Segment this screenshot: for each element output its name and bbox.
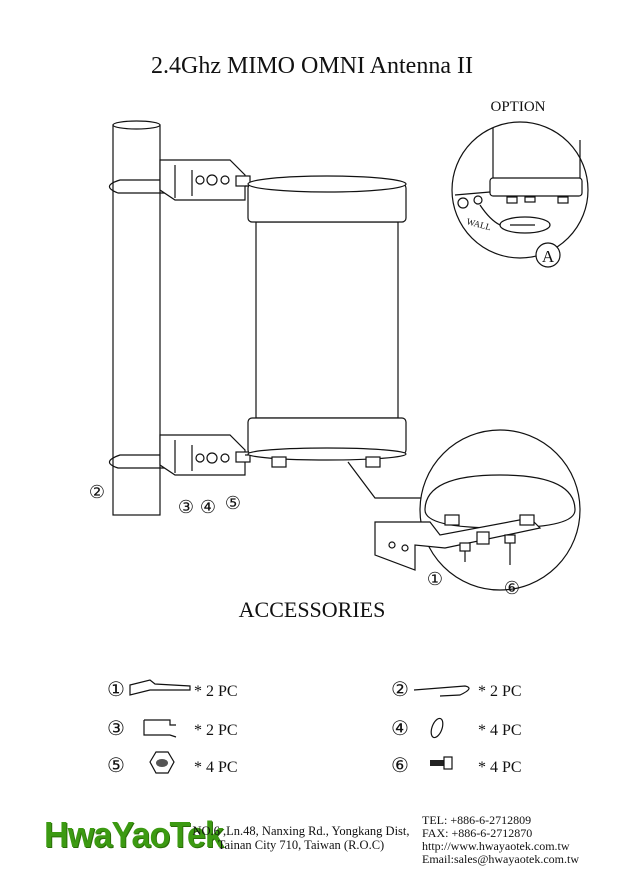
u-bolt-icon	[413, 685, 470, 697]
callout-4: ④	[200, 497, 216, 517]
main-callouts: ② ③ ④ ⑤	[89, 482, 241, 517]
svg-text:①: ①	[107, 679, 125, 701]
bracket-icon	[129, 679, 191, 696]
contact-info: TEL: +886-6-2712809 FAX: +886-6-2712870 …	[422, 814, 579, 866]
top-bracket	[108, 159, 260, 201]
clamp-icon	[143, 719, 177, 738]
svg-text:* 2 PC: * 2 PC	[478, 683, 522, 700]
callout-5: ⑤	[225, 493, 241, 513]
accessory-item-6: ⑥ * 4 PC	[391, 755, 522, 777]
bottom-bracket	[108, 434, 258, 476]
accessory-item-1: ① * 2 PC	[107, 679, 238, 701]
company-logo: HwaYaoTek	[44, 814, 224, 855]
callout-2: ②	[89, 482, 105, 502]
website-link[interactable]: http://www.hwayaotek.com.tw	[422, 839, 570, 853]
bottom-detail-inset: ① ⑥	[374, 429, 581, 598]
accessories-heading: ACCESSORIES	[239, 597, 386, 622]
svg-text:③: ③	[107, 718, 125, 740]
tel: TEL: +886-6-2712809	[422, 813, 532, 827]
accessory-item-2: ② * 2 PC	[391, 679, 522, 701]
callout-6: ⑥	[504, 578, 520, 598]
page-title: 2.4Ghz MIMO OMNI Antenna II	[151, 53, 473, 79]
svg-text:* 4 PC: * 4 PC	[478, 759, 522, 776]
callout-1: ①	[427, 569, 443, 589]
option-label: OPTION	[491, 99, 546, 115]
antenna-body	[247, 175, 430, 499]
svg-text:* 4 PC: * 4 PC	[478, 722, 522, 739]
fax: FAX: +886-6-2712870	[422, 826, 533, 840]
callout-3: ③	[178, 497, 194, 517]
svg-text:* 2 PC: * 2 PC	[194, 683, 238, 700]
svg-text:* 2 PC: * 2 PC	[194, 722, 238, 739]
svg-text:④: ④	[391, 718, 409, 740]
svg-text:⑤: ⑤	[107, 755, 125, 777]
accessory-item-5: ⑤ * 4 PC	[107, 751, 238, 777]
svg-text:* 4 PC: * 4 PC	[194, 759, 238, 776]
option-inset: OPTION WALL A	[451, 99, 589, 268]
company-address: NO.6 ,Ln.48, Nanxing Rd., Yongkang Dist,…	[192, 824, 410, 852]
svg-text:②: ②	[391, 679, 409, 701]
accessory-item-4: ④ * 4 PC	[391, 717, 522, 740]
washer-icon	[430, 717, 444, 739]
screw-icon	[430, 760, 444, 766]
accessory-item-3: ③ * 2 PC	[107, 718, 238, 740]
mounting-pole	[112, 120, 161, 516]
callout-a: A	[542, 247, 555, 266]
email-link[interactable]: Email:sales@hwayaotek.com.tw	[422, 852, 580, 866]
svg-text:⑥: ⑥	[391, 755, 409, 777]
accessory-list: ① * 2 PC ② * 2 PC ③ * 2 PC ④ * 4 PC ⑤ * …	[107, 679, 522, 777]
